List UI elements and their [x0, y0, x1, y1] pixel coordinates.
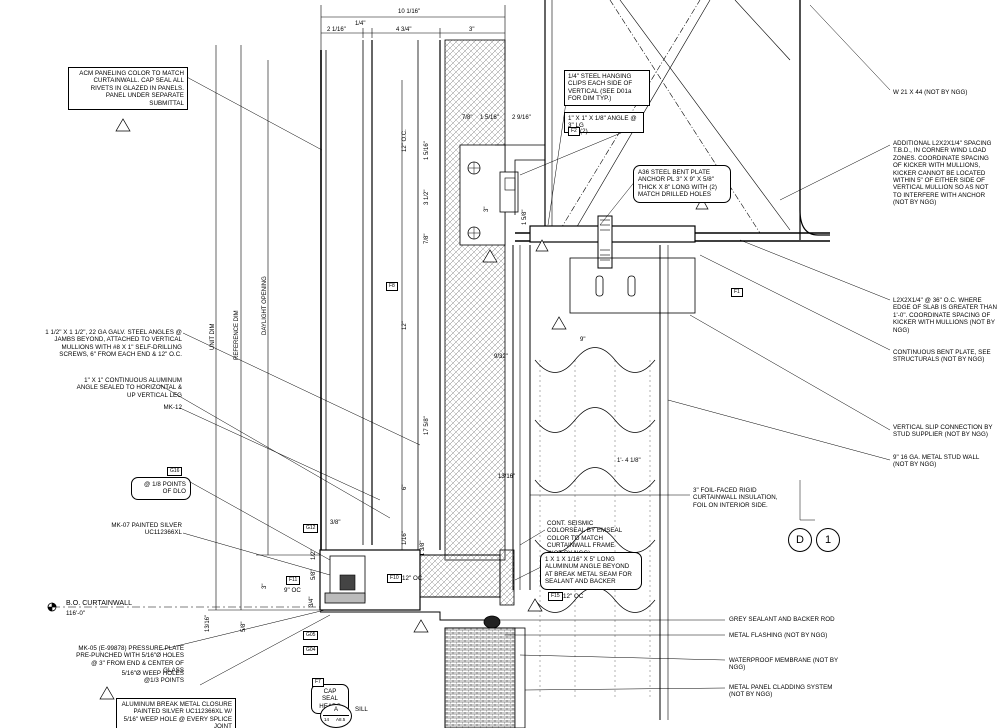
note-foil-insulation: 3" FOIL-FACED RIGID CURTAINWALL INSULATI… [693, 487, 778, 509]
note-acm-paneling: ACM PANELING COLOR TO MATCH CURTAINWALL.… [68, 67, 188, 111]
tag-g05: G05 [303, 631, 319, 640]
note-continuous-bent-plate: CONTINUOUS BENT PLATE, SEE STRUCTURALS (… [893, 349, 991, 364]
detail-ref-number[interactable]: 1 [816, 528, 840, 552]
label-daylight-opening: DAYLIGHT OPENING [262, 276, 268, 335]
dim-3-1-2: 3 1/2" [424, 189, 430, 205]
detail-ref-letter[interactable]: D [788, 528, 812, 552]
dim-clip-b: 1 5/16" [480, 115, 499, 121]
tag-f15: F15 [548, 592, 563, 601]
sill-callout-sheet-a: 14 [324, 717, 330, 722]
note-waterproof-membrane: WATERPROOF MEMBRANE (NOT BY NGG) [729, 657, 839, 672]
dim-overall: 10 1/16" [398, 9, 421, 15]
rigid-insulation-hatch [444, 39, 506, 561]
tag-f2-count: (2) [580, 128, 588, 135]
tag-g12: G12 [303, 524, 319, 533]
dim-clip-c: 2 9/16" [512, 115, 531, 121]
dim-3-4: 3/4" [309, 596, 315, 607]
note-w21x44: W 21 X 44 (NOT BY NGG) [893, 89, 968, 96]
note-l2x2-additional: ADDITIONAL L2X2X1/4" SPACING T.B.D., IN … [893, 140, 992, 207]
dim-3-8: 3/8" [330, 520, 341, 526]
dim-12: 12" [402, 321, 408, 330]
dim-5-8-sill: 5/8" [241, 621, 247, 632]
dim-17-5-8: 17 5/8" [424, 416, 430, 435]
note-bent-plate-anchor: A36 STEEL BENT PLATE ANCHOR PL 3" X 9" X… [633, 165, 731, 203]
label-unit-dim: UNIT DIM [210, 323, 216, 350]
note-break-metal-closure: ALUMINUM BREAK METAL CLOSURE PAINTED SIL… [116, 698, 236, 728]
revision-triangles [99, 118, 709, 700]
tag-f7: F7 [312, 678, 324, 687]
note-weep-holes: 5/16"Ø WEEP HOLES @1/3 POINTS [121, 670, 184, 685]
note-bo-curtainwall: B.O. CURTAINWALL [66, 600, 133, 607]
tag-f1: F1 [731, 288, 743, 297]
note-metal-stud: 9" 16 GA. METAL STUD WALL (NOT BY NGG) [893, 454, 980, 469]
dim-4-3-4: 4 3/4" [396, 27, 412, 33]
curtainwall-mullion [320, 40, 441, 560]
dim-3-clip: 3" [484, 206, 490, 212]
label-sill: SILL [355, 706, 368, 713]
tag-g16: G16 [167, 467, 183, 476]
note-l2x2-36oc: L2X2X1/4" @ 36" O.C. WHERE EDGE OF SLAB … [893, 297, 997, 334]
note-metal-flashing: METAL FLASHING (NOT BY NGG) [729, 632, 828, 639]
tag-f11-spacing: 9" OC [284, 587, 301, 594]
vertical-dim-lines [208, 45, 403, 611]
datum-line [47, 602, 320, 612]
sill-callout-sheet-b: A8.5 [336, 717, 346, 722]
dim-clip-a: 7/8" [462, 115, 473, 121]
dim-7-8: 7/8" [424, 233, 430, 244]
leader-lines [159, 4, 891, 691]
dim-1-5-16: 1 5/16" [424, 141, 430, 160]
dim-13-16-sill: 13/16" [205, 614, 211, 632]
note-vertical-slip: VERTICAL SLIP CONNECTION BY STUD SUPPLIE… [893, 424, 993, 439]
dim-3: 3" [469, 27, 475, 33]
dim-6: 6" [402, 484, 408, 490]
sill-callout-letter: A [333, 707, 338, 713]
dim-1-4-1-8: 1'- 4 1/8" [617, 458, 641, 464]
dim-3-sill: 3" [262, 583, 268, 589]
tag-g04: G04 [303, 646, 319, 655]
sill-assembly [319, 549, 526, 728]
tag-f11: F11 [286, 576, 301, 585]
sill-callout-bubble: A 14 A8.5 [320, 704, 352, 728]
label-reference-dim: REFERENCE DIM [234, 310, 240, 360]
note-alum-angle: 1" X 1" CONTINUOUS ALUMINUM ANGLE SEALED… [76, 377, 182, 399]
tag-f15-spacing: 12" OC [563, 593, 584, 600]
note-grey-sealant: GREY SEALANT AND BACKER ROD [729, 616, 835, 623]
dim-1-3-8: 1 3/8" [420, 540, 426, 556]
dim-1-4: 1/4" [355, 21, 366, 27]
note-mk05-pressure-plate: MK-05 (E-99878) PRESSURE PLATE PRE-PUNCH… [76, 645, 184, 675]
dim-9-32: 9/32" [494, 354, 508, 360]
top-dimensions [320, 5, 506, 62]
dim-plate-9: 9" [580, 337, 586, 343]
dim-1-2: 1/2" [311, 549, 317, 560]
stud-wall [512, 245, 669, 720]
note-mk07: MK-07 PAINTED SILVER UC112366XL [111, 522, 182, 537]
tag-f10: F10 [387, 574, 402, 583]
tag-f8: F8 [386, 282, 398, 291]
dim-13-16: 13/16" [498, 474, 516, 480]
note-metal-panel-cladding: METAL PANEL CLADDING SYSTEM (NOT BY NGG) [729, 684, 833, 699]
note-hanging-clips: 1/4" STEEL HANGING CLIPS EACH SIDE OF VE… [564, 70, 650, 106]
dim-2-1-16: 2 1/16" [327, 27, 346, 33]
structural-steel [515, 0, 830, 242]
dim-1-16: 1/16" [402, 531, 408, 545]
note-dlo-points: @ 1/8 POINTS OF DLO [131, 477, 191, 500]
note-mk12: MK-12 [163, 404, 182, 411]
dim-5-8: 5/8" [311, 569, 317, 580]
hanging-clips [459, 144, 546, 246]
anchor-plate [529, 215, 696, 314]
note-alum-angle-5: 1 X 1 X 1/16" X 5" LONG ALUMINUM ANGLE B… [540, 552, 642, 590]
dim-12-oc: 12" O.C. [402, 129, 408, 152]
note-angle-3-lg: 1" X 1" X 1/8" ANGLE @ 3" LG [564, 112, 644, 133]
note-galv-angles: 1 1/2" X 1 1/2", 22 GA GALV. STEEL ANGLE… [45, 329, 182, 359]
tag-f2: F2 [568, 127, 580, 136]
dim-1-5-8: 1 5/8" [522, 209, 528, 225]
tag-f10-spacing: 12" OC [402, 575, 423, 582]
note-bo-elev: 116'-0" [66, 610, 86, 617]
